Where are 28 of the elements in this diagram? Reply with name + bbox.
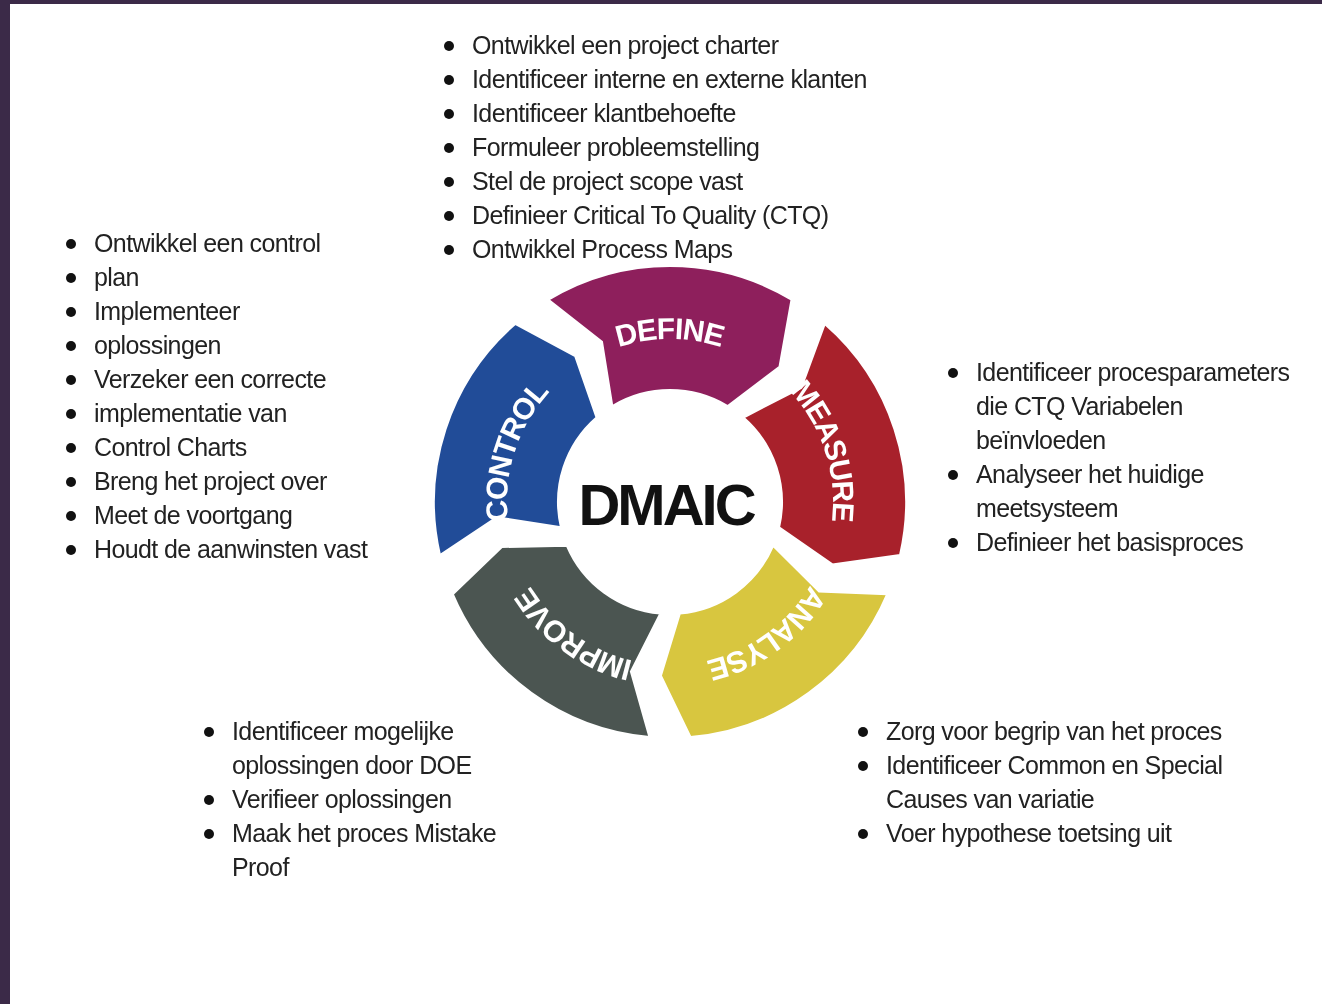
bullet-item: Identificeer klantbehoefte <box>438 96 918 130</box>
bullet-item: Identificeer interne en externe klanten <box>438 62 918 96</box>
segment-label: DEFINE <box>611 311 729 353</box>
bullet-item: Definieer het basisproces <box>942 525 1292 559</box>
bullet-item: Houdt de aanwinsten vast <box>60 532 420 566</box>
bullet-item: Voer hypothese toetsing uit <box>852 816 1272 850</box>
bullet-item: plan <box>60 260 420 294</box>
bullet-item: Ontwikkel een control <box>60 226 420 260</box>
bullet-item: oplossingen <box>60 328 420 362</box>
bullet-item: Identificeer mogelijke oplossingen door DOE <box>198 714 498 782</box>
bullet-item: Verifieer oplossingen <box>198 782 498 816</box>
bullet-item: Identificeer Common en Special Causes van variatie <box>852 748 1272 816</box>
bullet-item: Verzeker een correcte <box>60 362 420 396</box>
bullet-item: Definieer Critical To Quality (CTQ) <box>438 198 918 232</box>
bullet-item: Implementeer <box>60 294 420 328</box>
bullet-item: implementatie van <box>60 396 420 430</box>
bullet-item: Zorg voor begrip van het proces <box>852 714 1272 748</box>
bullet-item: Meet de voortgang <box>60 498 420 532</box>
bullet-item: Breng het project over <box>60 464 420 498</box>
bullet-item: Identificeer procesparameters die CTQ Variabelen beïnvloeden <box>942 355 1292 457</box>
bullet-item: Analyseer het huidige meetsysteem <box>942 457 1292 525</box>
bullet-item: Maak het proces Mistake Proof <box>198 816 498 884</box>
bullet-item: Control Charts <box>60 430 420 464</box>
bullet-item: Ontwikkel Process Maps <box>438 232 918 266</box>
bullet-item: Stel de project scope vast <box>438 164 918 198</box>
center-title: DMAIC <box>578 471 754 537</box>
bullet-item: Formuleer probleemstelling <box>438 130 918 164</box>
bullet-item: Ontwikkel een project charter <box>438 28 918 62</box>
